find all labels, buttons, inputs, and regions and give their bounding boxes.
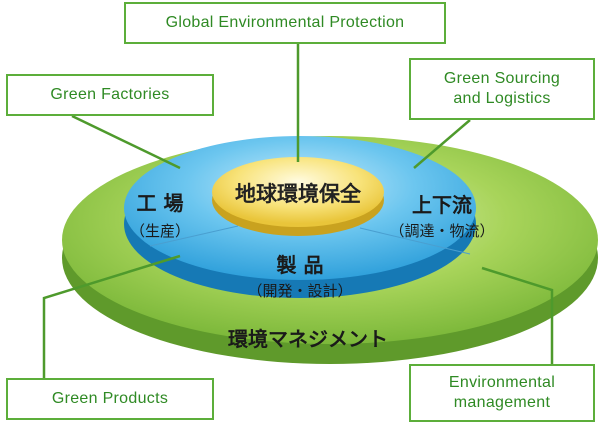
upstream-downstream-label: 上下流 bbox=[412, 193, 472, 217]
factory-label: 工 場 bbox=[137, 191, 184, 215]
environmental-management-box: Environmental management bbox=[409, 364, 595, 422]
center-disc bbox=[212, 157, 384, 227]
global-environmental-protection-box: Global Environmental Protection bbox=[124, 2, 446, 44]
green-sourcing-box: Green Sourcing and Logistics bbox=[409, 58, 595, 120]
connector-products bbox=[42, 254, 181, 378]
connector-factories bbox=[71, 114, 181, 170]
environmental-management-label: Environmental management bbox=[448, 374, 556, 411]
outer-ring-label: 環境マネジメント bbox=[228, 327, 388, 351]
center-label: 地球環境保全 bbox=[235, 182, 362, 206]
connector-sourcing bbox=[413, 119, 471, 169]
green-products-label: Green Products bbox=[51, 390, 169, 407]
green-factories-label: Green Factories bbox=[50, 86, 170, 103]
global-environmental-protection-label: Global Environmental Protection bbox=[165, 14, 405, 31]
factory-sublabel: （生産） bbox=[130, 222, 190, 240]
disc-divider-right bbox=[359, 227, 471, 255]
products-label: 製 品 bbox=[277, 253, 324, 277]
products-sublabel: （開発・設計） bbox=[247, 282, 352, 300]
connector-lines bbox=[42, 44, 554, 378]
connector-env bbox=[481, 266, 554, 364]
green-sourcing-label: Green Sourcing and Logistics bbox=[443, 70, 561, 107]
green-products-box: Green Products bbox=[6, 378, 214, 420]
green-factories-box: Green Factories bbox=[6, 74, 214, 116]
disc-divider-left bbox=[149, 225, 239, 247]
upstream-downstream-sublabel: （調達・物流） bbox=[389, 222, 494, 240]
